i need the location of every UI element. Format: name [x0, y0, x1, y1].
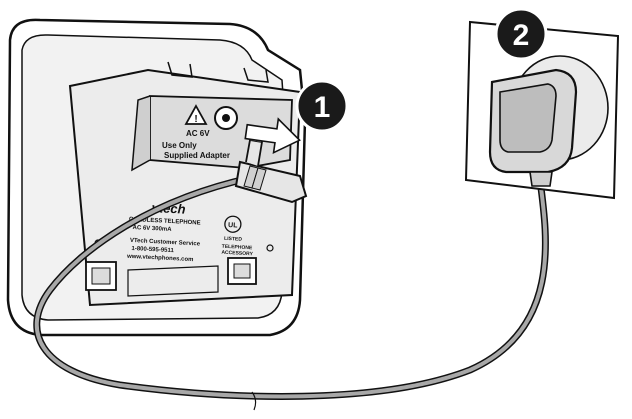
telephone-accessory-2: ACCESSORY: [221, 250, 253, 258]
telephone-accessory-1: TELEPHONE: [222, 244, 253, 252]
ul-listed-text: LISTED: [224, 236, 242, 243]
step-badge-1: 1: [295, 79, 349, 133]
power-cord: [33, 174, 549, 411]
svg-text:!: !: [194, 114, 197, 125]
service-name: VTech Customer Service: [130, 238, 201, 248]
step-badge-2: 2: [494, 7, 548, 61]
website: www.vtechphones.com: [126, 254, 194, 264]
product-name: CORDLESS TELEPHONE: [129, 217, 201, 227]
service-phone: 1-800-595-9511: [131, 246, 174, 254]
supplied-adapter-label: Supplied Adapter: [164, 151, 230, 160]
product-rating: AC 6V 300mA: [132, 225, 172, 233]
step-number-2: 2: [513, 19, 530, 52]
power-rating-label: AC 6V: [186, 129, 210, 138]
power-adapter[interactable]: [488, 68, 578, 187]
product-label: vtech CORDLESS TELEPHONE AC 6V 300mA VTe…: [126, 200, 254, 264]
insertion-arrow: [244, 117, 301, 155]
use-only-label: Use Only: [162, 141, 197, 150]
step-number-1: 1: [314, 91, 331, 124]
rubber-foot-right: [227, 257, 257, 285]
ul-mark-icon: [224, 215, 242, 233]
warning-icon: [184, 104, 208, 125]
svg-text:UL: UL: [228, 222, 238, 230]
